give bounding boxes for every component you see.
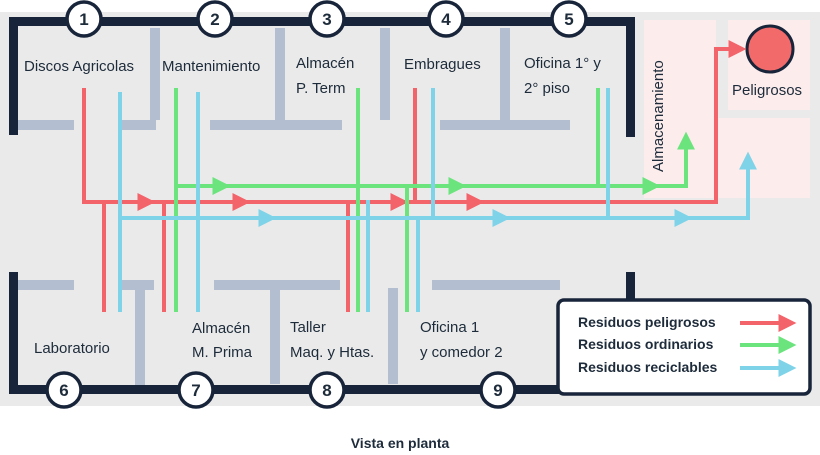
room-number: 8 [322, 381, 331, 400]
route-ordinary [174, 88, 695, 312]
room-number: 6 [59, 381, 68, 400]
legend-ordinary-label: Residuos ordinarios [578, 336, 714, 352]
room-label-mantenimiento: Mantenimiento [162, 58, 260, 75]
room-number: 2 [210, 10, 219, 29]
room-label-almacen-pterm: Almacén [296, 55, 354, 72]
partitions [18, 28, 570, 386]
room-number: 7 [191, 381, 200, 400]
room-label-oficina-piso: Oficina 1° y [524, 55, 601, 72]
room-label-peligrosos: Peligrosos [732, 82, 802, 99]
room-marker [65, 0, 103, 38]
room-number: 1 [79, 10, 88, 29]
room-label-almacen-pterm-2: P. Term [296, 80, 345, 97]
room-marker [45, 371, 83, 409]
room-marker [177, 371, 215, 409]
room-label-taller: Taller [290, 319, 326, 336]
room-label-almacen-mprima-2: M. Prima [192, 344, 253, 361]
room-marker [427, 0, 465, 38]
hazard-bin-icon [745, 24, 795, 74]
room-number: 3 [322, 10, 331, 29]
room-label-taller-2: Maq. y Htas. [290, 344, 374, 361]
room-marker [550, 0, 588, 38]
room-label-oficina-piso-2: 2° piso [524, 80, 570, 97]
room-marker [308, 371, 346, 409]
room-label-oficina-comedor: Oficina 1 [420, 319, 479, 336]
room-number: 5 [564, 10, 573, 29]
legend-recyclable-label: Residuos reciclables [578, 359, 718, 375]
room-marker [308, 0, 346, 38]
storage-zone-extension [716, 118, 810, 198]
room-label-laboratorio: Laboratorio [34, 340, 110, 357]
plan-caption: Vista en planta [351, 435, 450, 451]
storage-zone [644, 20, 716, 198]
room-markers: 1 2 3 4 5 6 7 8 9 [45, 0, 588, 409]
legend: Residuos peligrosos Residuos ordinarios … [556, 298, 812, 396]
route-hazardous [82, 40, 747, 312]
room-label-embragues: Embragues [404, 56, 481, 73]
room-label-oficina-comedor-2: y comedor 2 [420, 344, 503, 361]
route-recyclable [118, 88, 757, 312]
room-label-discos: Discos Agricolas [24, 58, 134, 75]
legend-hazardous-label: Residuos peligrosos [578, 314, 716, 330]
room-number: 9 [493, 381, 502, 400]
room-marker [479, 371, 517, 409]
room-marker [196, 0, 234, 38]
room-label-almacenamiento: Almacenamiento [650, 60, 667, 172]
room-number: 4 [441, 10, 451, 29]
room-label-almacen-mprima: Almacén [192, 320, 250, 337]
